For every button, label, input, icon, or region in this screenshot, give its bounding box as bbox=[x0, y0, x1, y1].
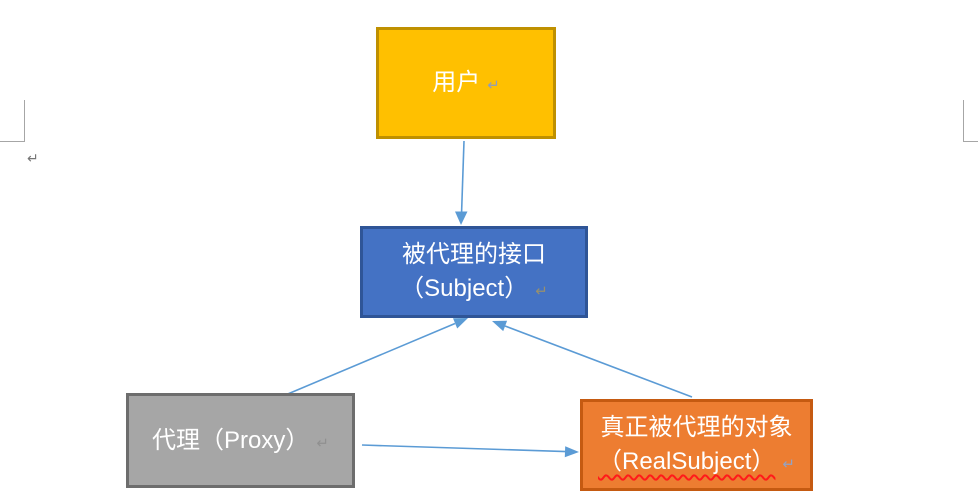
paragraph-mark-icon: ↵ bbox=[535, 283, 548, 300]
node-line: 被代理的接口 bbox=[402, 238, 546, 272]
paragraph-mark-icon: ↵ bbox=[782, 456, 795, 473]
node-line: 代理（Proxy） ↵ bbox=[152, 424, 329, 458]
node-label: 用户 bbox=[432, 69, 481, 96]
connector-line bbox=[361, 444, 567, 453]
node-line: 用户 ↵ bbox=[432, 66, 500, 100]
connector-line bbox=[282, 322, 456, 397]
arrowhead-up-icon bbox=[492, 320, 508, 332]
node-label: 被代理的接口 bbox=[402, 241, 546, 268]
node-line: 真正被代理的对象 bbox=[601, 411, 793, 445]
arrowhead-down-icon bbox=[455, 211, 468, 225]
subject-node[interactable]: 被代理的接口 （Subject） ↵ bbox=[360, 226, 588, 318]
connector-proxy-to-realsubject[interactable] bbox=[361, 444, 579, 458]
connector-line bbox=[460, 140, 465, 213]
connector-user-to-subject[interactable] bbox=[455, 140, 468, 225]
node-line: （Subject） ↵ bbox=[400, 272, 548, 306]
paragraph-mark-icon: ↵ bbox=[27, 150, 39, 166]
arrowhead-up-icon bbox=[453, 318, 468, 329]
connector-line bbox=[504, 325, 693, 398]
margin-crop-mark-left bbox=[0, 100, 25, 142]
paragraph-mark-icon: ↵ bbox=[316, 434, 329, 452]
margin-crop-mark-right bbox=[963, 100, 978, 142]
node-label: 代理（Proxy） bbox=[152, 426, 310, 454]
connector-proxy-to-subject[interactable] bbox=[282, 318, 468, 397]
arrowhead-right-icon bbox=[564, 446, 579, 458]
user-node[interactable]: 用户 ↵ bbox=[376, 27, 556, 139]
node-label: 真正被代理的对象 bbox=[600, 414, 793, 441]
proxy-node[interactable]: 代理（Proxy） ↵ bbox=[126, 393, 355, 488]
connector-realsubject-to-subject[interactable] bbox=[492, 320, 693, 398]
paragraph-mark-icon: ↵ bbox=[487, 77, 500, 94]
node-line: （RealSubject） ↵ bbox=[598, 445, 795, 479]
realsubject-node[interactable]: 真正被代理的对象 （RealSubject） ↵ bbox=[580, 399, 813, 491]
node-label-misspelled: （RealSubject） bbox=[598, 448, 776, 475]
node-label: （Subject） bbox=[400, 275, 529, 302]
